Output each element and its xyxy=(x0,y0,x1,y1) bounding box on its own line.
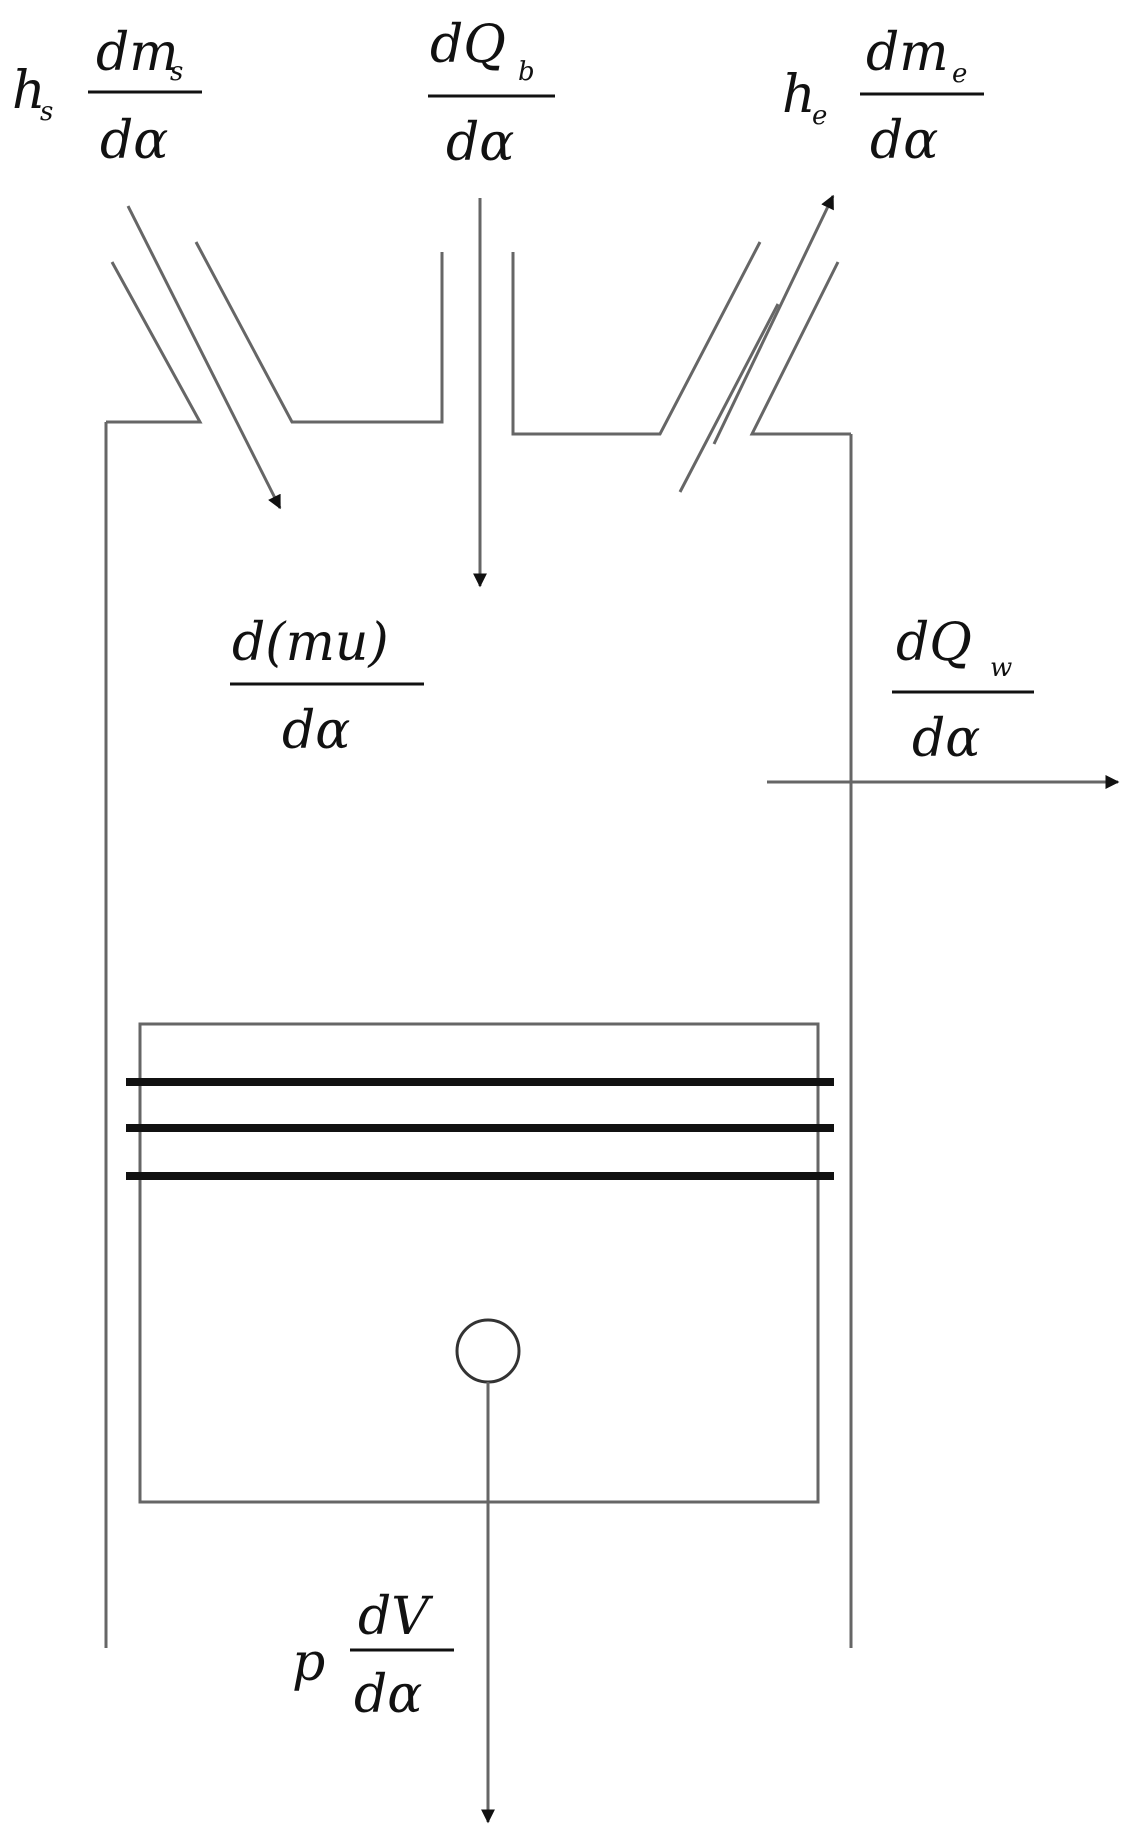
intake-prefix-sub: s xyxy=(40,97,53,127)
exhaust-label: h e dm e dα xyxy=(782,23,984,171)
exhaust-numerator-sub: e xyxy=(952,59,967,89)
wall-heat-label: dQ w dα xyxy=(892,613,1034,769)
intake-numerator-sub: s xyxy=(170,57,183,87)
wall-heat-denominator: dα xyxy=(912,709,980,769)
exhaust-port-right-edge xyxy=(749,261,851,436)
wall-heat-numerator-sub: w xyxy=(990,653,1012,683)
exhaust-port-inner-edge xyxy=(678,303,780,493)
exhaust-denominator: dα xyxy=(870,111,938,171)
internal-energy-label: d(mu) dα xyxy=(230,613,424,761)
piston-work-numerator: dV xyxy=(358,1587,433,1647)
intake-port-right-edge xyxy=(194,241,444,424)
combustion-heat-numerator: dQ xyxy=(430,15,506,75)
internal-energy-numerator: d(mu) xyxy=(232,613,389,673)
combustion-heat-label: dQ b dα xyxy=(428,15,555,173)
exhaust-prefix: h xyxy=(782,65,816,125)
exhaust-numerator: dm xyxy=(866,23,949,83)
center-port-right-edge xyxy=(511,241,762,436)
intake-numerator: dm xyxy=(96,23,179,83)
piston-work-prefix: p xyxy=(292,1633,325,1693)
internal-energy-denominator: dα xyxy=(282,701,350,761)
piston-body xyxy=(138,1022,820,1504)
cylinder-head-left xyxy=(106,261,203,424)
intake-prefix: h xyxy=(12,61,46,121)
exhaust-arrow xyxy=(712,194,835,445)
combustion-heat-numerator-sub: b xyxy=(518,57,535,87)
piston-work-label: p dV dα xyxy=(292,1587,454,1725)
intake-arrow xyxy=(126,205,282,510)
intake-label: h s dm s dα xyxy=(12,23,202,171)
intake-denominator: dα xyxy=(100,111,168,171)
wall-heat-numerator: dQ xyxy=(896,613,972,673)
piston-pin xyxy=(455,1318,521,1384)
exhaust-prefix-sub: e xyxy=(812,101,827,131)
piston-work-denominator: dα xyxy=(354,1665,422,1725)
combustion-heat-denominator: dα xyxy=(446,113,514,173)
